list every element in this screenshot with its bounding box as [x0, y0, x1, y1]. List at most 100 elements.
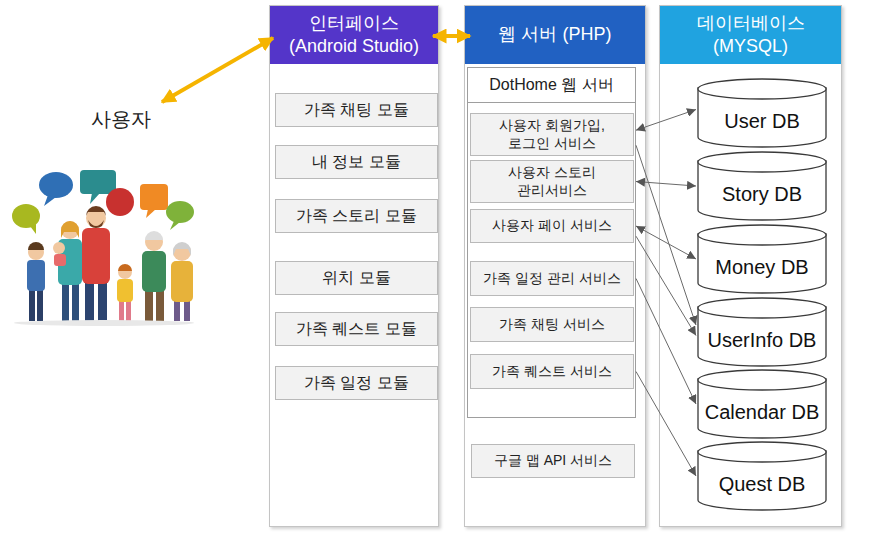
illustration-shape: [61, 221, 79, 238]
group-title: DotHome 웹 서버: [489, 75, 613, 96]
illustration-shape: [54, 254, 66, 266]
column-header: 웹 서버 (PHP): [465, 6, 645, 64]
illustration-shape: [117, 279, 133, 302]
illustration-shape: [171, 261, 193, 302]
server-group: DotHome 웹 서버사용자 회원가입, 로그인 서비스사용자 스토리 관리서…: [467, 67, 636, 418]
api-box: 구글 맵 API 서비스: [471, 444, 635, 478]
gray-connector: [636, 182, 696, 187]
gray-connector: [636, 236, 696, 335]
illustration-shape: [44, 195, 56, 206]
orange-connector: [162, 38, 273, 102]
module-box: 내 정보 모듈: [275, 145, 438, 179]
box-label: 가족 채팅 서비스: [499, 316, 605, 334]
column-panel: 웹 서버 (PHP) DotHome 웹 서버사용자 회원가입, 로그인 서비스사…: [464, 5, 646, 527]
illustration-shape: [14, 320, 194, 326]
illustration-shape: [37, 290, 43, 321]
cylinder-top: [698, 225, 826, 245]
illustration-shape: [119, 300, 124, 321]
cylinder-top: [698, 442, 826, 462]
gray-connector: [636, 279, 696, 405]
box-label: 가족 스토리 모듈: [296, 206, 417, 226]
column-panel: 데이터베이스 (MYSQL) User DB Story DB Money DB Use…: [659, 5, 842, 527]
illustration-shape: [53, 242, 65, 254]
database-label: Quest DB: [719, 473, 806, 496]
box-label: 가족 채팅 모듈: [304, 100, 409, 120]
service-box: 가족 일정 관리 서비스: [470, 261, 634, 296]
illustration-shape: [170, 221, 180, 230]
cylinder-top: [698, 79, 826, 99]
illustration-shape: [145, 231, 163, 240]
database-cylinder: Story DB: [697, 151, 827, 221]
illustration-shape: [118, 264, 132, 271]
illustration-shape: [156, 290, 164, 321]
illustration-shape: [184, 300, 190, 321]
box-label: 사용자 회원가입, 로그인 서비스: [487, 117, 617, 152]
database-cylinder: User DB: [697, 78, 827, 148]
database-cylinder: Calendar DB: [697, 369, 827, 439]
orange-connector: [433, 34, 470, 38]
box-label: 사용자 스토리 관리서비스: [487, 164, 617, 199]
service-box: 가족 채팅 서비스: [470, 307, 634, 342]
box-label: 가족 퀘스트 모듈: [296, 319, 417, 339]
database-label: User DB: [724, 110, 800, 133]
family-people: [14, 206, 194, 326]
illustration-shape: [98, 282, 107, 321]
module-box: 가족 스토리 모듈: [275, 199, 438, 233]
box-label: 위치 모듈: [322, 268, 390, 288]
database-label: Story DB: [722, 183, 802, 206]
user-label: 사용자: [82, 102, 160, 136]
illustration-shape: [174, 300, 180, 321]
illustration-shape: [145, 290, 153, 321]
illustration-shape: [30, 224, 36, 234]
illustration-shape: [61, 221, 79, 239]
database-label: UserInfo DB: [708, 329, 817, 352]
illustration-shape: [88, 220, 104, 228]
column-title: 인터페이스 (Android Studio): [279, 12, 429, 59]
database-cylinder: Money DB: [697, 224, 827, 294]
column-panel: 인터페이스 (Android Studio) 가족 채팅 모듈내 정보 모듈가족 …: [269, 5, 439, 527]
box-label: 가족 일정 모듈: [304, 373, 409, 393]
group-header: DotHome 웹 서버: [468, 68, 635, 103]
illustration-shape: [166, 201, 194, 223]
illustration-shape: [140, 184, 168, 210]
column-header: 데이터베이스 (MYSQL): [660, 6, 841, 64]
box-label: 가족 퀘스트 서비스: [492, 363, 612, 381]
illustration-shape: [72, 282, 79, 321]
module-box: 가족 채팅 모듈: [275, 93, 438, 127]
illustration-shape: [146, 209, 156, 218]
illustration-shape: [29, 290, 35, 321]
service-box: 사용자 회원가입, 로그인 서비스: [470, 113, 634, 156]
column-title: 데이터베이스 (MYSQL): [686, 12, 816, 59]
illustration-shape: [142, 251, 166, 292]
database-cylinder: Quest DB: [697, 441, 827, 511]
column-title: 웹 서버 (PHP): [498, 23, 611, 46]
service-box: 가족 퀘스트 서비스: [470, 354, 634, 389]
service-box: 사용자 페이 서비스: [470, 209, 634, 243]
speech-bubbles: [12, 170, 194, 234]
gray-connector: [636, 372, 696, 477]
module-box: 가족 퀘스트 모듈: [275, 312, 438, 346]
database-label: Calendar DB: [705, 401, 820, 424]
service-box: 사용자 스토리 관리서비스: [470, 160, 634, 203]
illustration-shape: [86, 206, 106, 216]
family-illustration: [8, 160, 200, 328]
cylinder-top: [698, 152, 826, 172]
box-label: 가족 일정 관리 서비스: [483, 270, 621, 288]
illustration-shape: [27, 260, 45, 291]
illustration-shape: [39, 172, 73, 198]
gray-connector: [636, 110, 696, 131]
illustration-shape: [106, 188, 134, 216]
box-label: 내 정보 모듈: [312, 152, 401, 172]
illustration-shape: [173, 243, 191, 261]
illustration-shape: [80, 170, 116, 194]
illustration-shape: [28, 242, 44, 250]
module-box: 위치 모듈: [275, 261, 438, 295]
database-cylinder: UserInfo DB: [697, 297, 827, 367]
gray-connector: [636, 226, 696, 259]
module-box: 가족 일정 모듈: [275, 366, 438, 400]
illustration-shape: [126, 300, 131, 321]
illustration-shape: [85, 282, 94, 321]
gray-connector: [636, 145, 696, 325]
column-header: 인터페이스 (Android Studio): [270, 6, 438, 64]
